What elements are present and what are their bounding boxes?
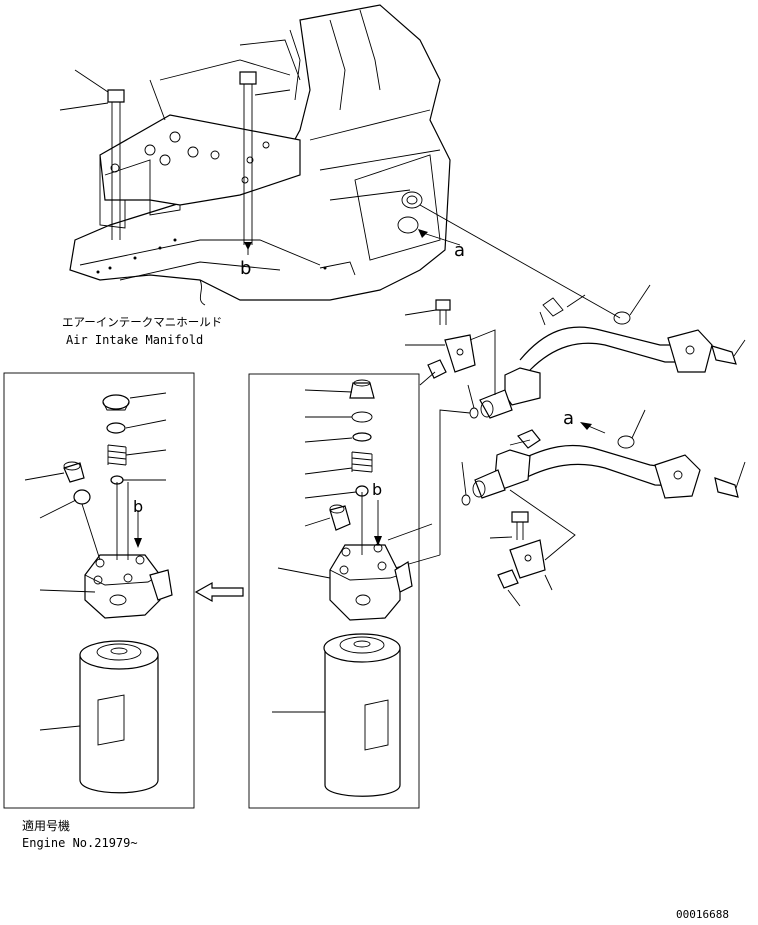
ref-b-label-top: b (240, 258, 251, 279)
ref-a-label-lower: a (563, 408, 574, 429)
filter-box-current: b (248, 373, 433, 809)
arrow-left (194, 581, 244, 603)
ref-b-label-right: b (372, 480, 382, 499)
ref-b-label-left: b (133, 497, 143, 516)
drawing-number: 00016688 (676, 908, 729, 921)
manifold-label-jp: エアーインテークマニホールド (62, 315, 222, 329)
engine-number-label: Engine No.21979~ (22, 836, 138, 850)
manifold-label-en: Air Intake Manifold (66, 333, 203, 347)
engine-block (59, 4, 461, 306)
oil-pipe-assembly: a (394, 204, 746, 607)
filter-box-previous: b (3, 372, 195, 809)
ref-a-label: a (454, 240, 465, 261)
applicable-label-jp: 適用号機 (22, 818, 70, 833)
